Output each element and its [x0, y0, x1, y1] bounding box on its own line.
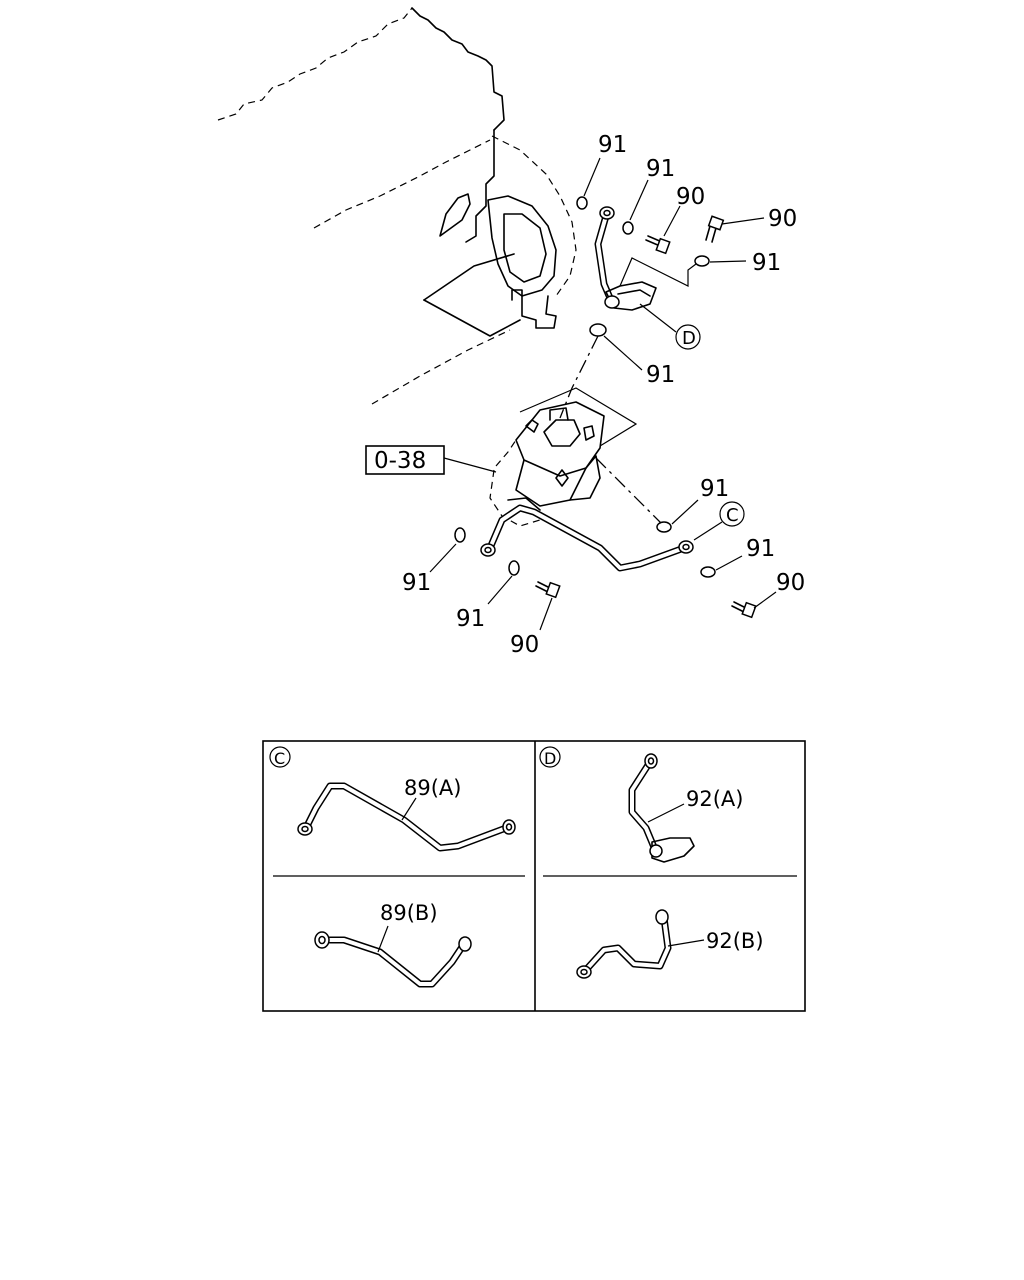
callout-91-g: 91 — [402, 570, 431, 596]
callout-90-a: 90 — [676, 184, 705, 210]
assembly-leader-lines — [519, 257, 697, 525]
washers — [454, 196, 716, 578]
bolts — [535, 215, 757, 619]
part-92a-label: 92(A) — [686, 787, 743, 811]
pipe-92b-drawing — [576, 909, 672, 979]
detail-ref-c-circle — [719, 501, 745, 527]
callout-91-h: 91 — [456, 606, 485, 632]
detail-panel — [262, 740, 806, 1012]
callout-91-c: 91 — [752, 250, 781, 276]
detail-d-marker: D — [544, 749, 556, 768]
callout-91-d: 91 — [646, 362, 675, 388]
pipe-92a-assembly — [594, 206, 657, 311]
detail-c-marker: C — [274, 749, 285, 768]
pipe-89b-drawing — [314, 931, 472, 988]
detail-ref-d-label: D — [682, 328, 696, 349]
section-ref-label: 0-38 — [374, 448, 426, 474]
section-ref-box — [365, 445, 445, 475]
pipe-89-assembly — [480, 497, 694, 572]
callout-91-e: 91 — [700, 476, 729, 502]
part-89b-label: 89(B) — [380, 901, 438, 925]
callout-91-a: 91 — [598, 132, 627, 158]
callout-90-d: 90 — [510, 632, 539, 658]
detail-ref-d-circle — [675, 324, 701, 350]
washer-91-a-shape — [576, 196, 588, 210]
detail-c-marker-circle — [269, 746, 291, 768]
detail-d-marker-circle — [539, 746, 561, 768]
pipe-89a-drawing — [297, 782, 516, 852]
callout-90-c: 90 — [776, 570, 805, 596]
callout-91-f: 91 — [746, 536, 775, 562]
callout-91-b: 91 — [646, 156, 675, 182]
pipe-92a-drawing — [628, 753, 695, 863]
detail-ref-c-label: C — [726, 505, 739, 526]
engine-block-outline — [217, 7, 577, 405]
callout-leaders — [429, 157, 777, 631]
pump-body — [489, 401, 605, 527]
part-89a-label: 89(A) — [404, 776, 461, 800]
callout-90-b: 90 — [768, 206, 797, 232]
part-92b-label: 92(B) — [706, 929, 764, 953]
